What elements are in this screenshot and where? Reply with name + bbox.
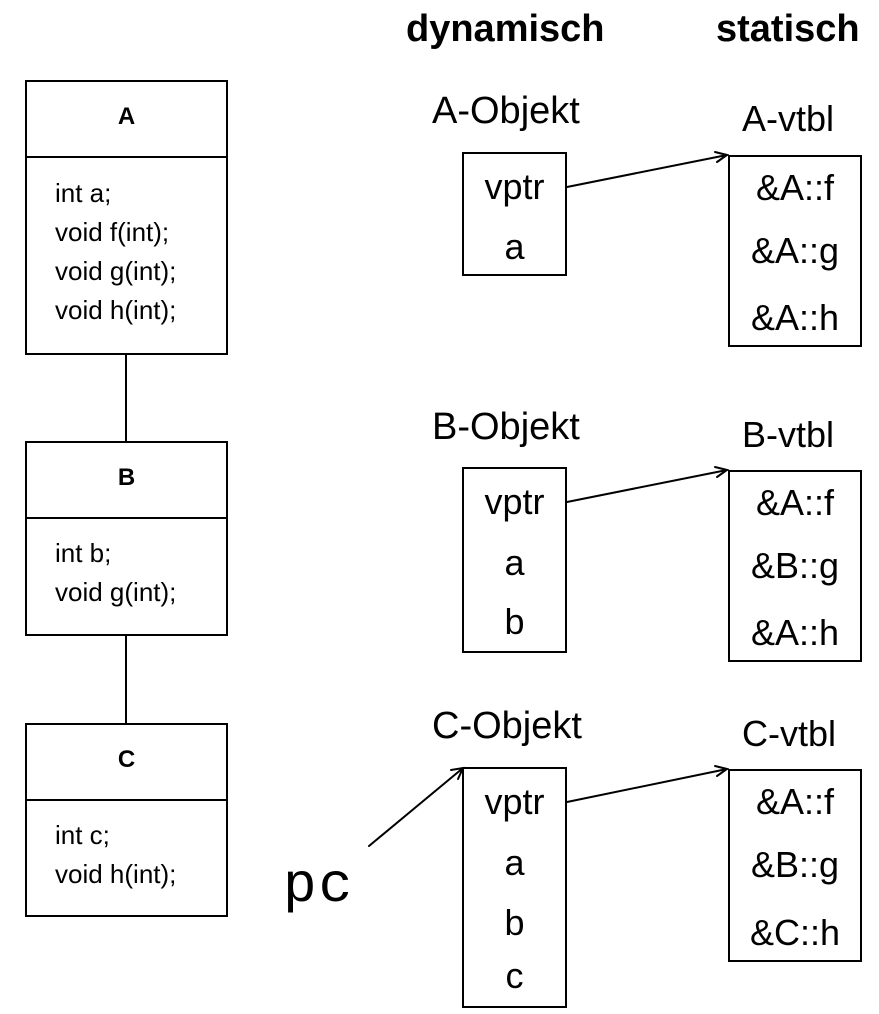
class-member: int a;: [55, 178, 112, 208]
vtable-box-c: &A::f &B::g &C::h: [728, 769, 862, 962]
class-member: void h(int);: [55, 295, 177, 325]
class-box-a: A int a; void f(int); void g(int); void …: [25, 80, 228, 355]
vtable-entry: &A::f: [755, 781, 835, 822]
vtable-entry: &B::g: [750, 545, 840, 586]
object-field: c: [505, 955, 524, 996]
object-field-vptr: vptr: [484, 481, 545, 522]
vtable-entry: &C::h: [749, 912, 841, 953]
vptr-arrow-b: [566, 469, 728, 503]
class-member: void h(int);: [55, 859, 177, 889]
vtable-title-c: C-vtbl: [742, 713, 837, 754]
arrowhead-icon: [714, 151, 730, 163]
class-box-b: B int b; void g(int);: [25, 441, 228, 636]
object-field: b: [504, 902, 525, 943]
class-name-c: C: [27, 725, 226, 801]
vtable-title-a: A-vtbl: [742, 98, 835, 139]
header-static: statisch: [716, 8, 860, 50]
object-box-b: vptr a b: [462, 467, 567, 653]
arrowhead-icon: [714, 765, 730, 777]
object-title-b: B-Objekt: [432, 406, 580, 448]
object-field-vptr: vptr: [484, 166, 545, 207]
arrowhead-icon: [450, 766, 465, 780]
object-field: a: [504, 226, 525, 267]
vtable-entry: &A::f: [755, 167, 835, 208]
class-members-c: int c; void h(int);: [55, 816, 222, 894]
class-member: void g(int);: [55, 256, 177, 286]
object-box-c: vptr a b c: [462, 767, 567, 1008]
object-title-c: C-Objekt: [432, 705, 582, 747]
vtable-entry: &A::h: [750, 612, 840, 653]
vtable-entry: &A::h: [750, 297, 840, 338]
header-dynamic: dynamisch: [406, 8, 605, 50]
inheritance-line-a-b: [125, 355, 127, 441]
class-box-c: C int c; void h(int);: [25, 723, 228, 917]
class-member: int c;: [55, 820, 110, 850]
object-title-a: A-Objekt: [432, 90, 580, 132]
class-members-a: int a; void f(int); void g(int); void h(…: [55, 174, 222, 330]
object-field-vptr: vptr: [484, 781, 545, 822]
vtable-entry: &A::f: [755, 482, 835, 523]
vtable-title-b: B-vtbl: [742, 414, 835, 455]
pc-arrow: [368, 767, 464, 847]
object-field: a: [504, 842, 525, 883]
class-member: void f(int);: [55, 217, 170, 247]
vptr-arrow-c: [566, 768, 728, 803]
vtable-box-a: &A::f &A::g &A::h: [728, 155, 862, 347]
vtable-box-b: &A::f &B::g &A::h: [728, 470, 862, 662]
pointer-label: pc: [283, 854, 355, 918]
vtable-entry: &B::g: [750, 844, 840, 885]
class-member: void g(int);: [55, 577, 177, 607]
object-field: b: [504, 601, 525, 642]
class-name-b: B: [27, 443, 226, 519]
class-name-a: A: [27, 82, 226, 158]
arrowhead-icon: [714, 466, 730, 478]
vptr-arrow-a: [566, 154, 728, 188]
object-field: a: [504, 542, 525, 583]
inheritance-line-b-c: [125, 636, 127, 723]
class-members-b: int b; void g(int);: [55, 534, 222, 612]
object-box-a: vptr a: [462, 152, 567, 276]
class-member: int b;: [55, 538, 112, 568]
vtable-entry: &A::g: [750, 230, 840, 271]
